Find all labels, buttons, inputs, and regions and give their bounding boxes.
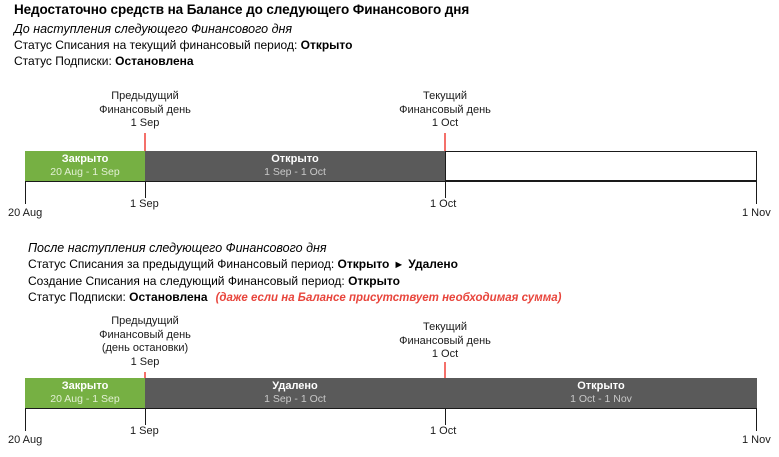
section2-line-2-value: Открыто	[348, 274, 400, 288]
callout-line: Текущий	[423, 321, 467, 333]
timeline-segment-empty-1	[445, 151, 757, 181]
segment-range: 1 Sep - 1 Oct	[264, 166, 326, 178]
section1-line-1-label: Статус Списания на текущий финансовый пе…	[14, 38, 301, 52]
timeline-segment-closed-2: Закрыто 20 Aug - 1 Sep	[25, 378, 145, 408]
segment-range: 1 Sep - 1 Oct	[264, 393, 326, 405]
section1-line-2: Статус Подписки: Остановлена	[14, 53, 469, 69]
section2-line-3-value: Остановлена	[129, 290, 208, 304]
transition-arrow-icon: ►	[393, 259, 405, 271]
callout-line: 1 Oct	[431, 117, 459, 129]
tick-mark-1-nov-1	[756, 182, 757, 204]
segment-range: 20 Aug - 1 Sep	[50, 166, 120, 178]
timeline-segment-open-1: Открыто 1 Sep - 1 Oct	[145, 151, 445, 181]
segment-title: Закрыто	[61, 153, 109, 165]
tick-label-1-nov-1: 1 Nov	[742, 207, 771, 219]
callout-line: Предыдущий	[111, 315, 179, 327]
timeline-segment-closed-1: Закрыто 20 Aug - 1 Sep	[25, 151, 145, 181]
section2-line-3-note: (даже если на Балансе присутствует необх…	[215, 292, 562, 304]
segment-range: 20 Aug - 1 Sep	[50, 393, 120, 405]
section2-text-block: После наступления следующего Финансового…	[28, 240, 561, 306]
tick-label-1-oct-2: 1 Oct	[430, 425, 457, 437]
tick-mark-20-aug-2	[25, 409, 26, 431]
section2-line-1-value-a: Открыто	[337, 257, 390, 271]
callout-line: Предыдущий	[111, 90, 179, 102]
tick-label-1-oct-1: 1 Oct	[430, 198, 457, 210]
section2-line-2-label: Создание Списания на следующий Финансовы…	[28, 274, 349, 288]
timeline-segment-open-2: Открыто 1 Oct - 1 Nov	[445, 378, 757, 408]
section1-line-1-value: Открыто	[300, 38, 353, 52]
section1-line-2-label: Статус Подписки:	[14, 54, 116, 68]
callout-line: 1 Sep	[130, 355, 160, 368]
section2-line-1-label: Статус Списания за предыдущий Финансовый…	[28, 257, 338, 271]
section2-line-1-value-b: Удалено	[408, 257, 458, 271]
timeline-axis-2	[25, 408, 757, 409]
callout-line: 1 Sep	[130, 117, 160, 129]
timeline-axis-1	[25, 181, 757, 182]
page-title: Недостаточно средств на Балансе до следу…	[14, 2, 470, 17]
segment-title: Закрыто	[61, 380, 109, 392]
segment-title: Открыто	[271, 153, 319, 165]
callout-current-financial-day-1: Текущий Финансовый день 1 Oct	[384, 90, 506, 131]
callout-line: Текущий	[423, 90, 467, 102]
callout-line: 1 Oct	[431, 348, 459, 360]
tick-mark-1-oct-2	[445, 409, 446, 425]
callout-line: Финансовый день	[399, 103, 491, 116]
timeline-segment-deleted-2: Удалено 1 Sep - 1 Oct	[145, 378, 445, 408]
section1-line-1: Статус Списания на текущий финансовый пе…	[14, 37, 469, 53]
section2-line-3: Статус Подписки: Остановлена (даже если н…	[28, 289, 561, 306]
tick-mark-1-sep-2	[145, 409, 146, 425]
section1-line-2-value: Остановлена	[115, 54, 194, 68]
intro-text-block: Недостаточно средств на Балансе до следу…	[14, 2, 469, 69]
segment-title: Открыто	[577, 380, 625, 392]
callout-previous-financial-day-2: Предыдущий Финансовый день (день останов…	[79, 315, 211, 369]
section2-line-1: Статус Списания за предыдущий Финансовый…	[28, 256, 561, 273]
section2-line-3-label: Статус Подписки:	[28, 290, 130, 304]
tick-mark-20-aug-1	[25, 182, 26, 204]
tick-label-1-sep-2: 1 Sep	[130, 425, 159, 437]
callout-line: (день остановки)	[101, 342, 189, 354]
section2-line-2: Создание Списания на следующий Финансовы…	[28, 273, 561, 289]
callout-line: Финансовый день	[399, 334, 491, 347]
tick-label-1-nov-2: 1 Nov	[742, 434, 771, 446]
tick-mark-1-sep-1	[145, 182, 146, 198]
callout-line: Финансовый день	[99, 103, 191, 116]
tick-mark-1-oct-1	[445, 182, 446, 198]
tick-mark-1-nov-2	[756, 409, 757, 431]
tick-label-20-aug-1: 20 Aug	[8, 207, 43, 219]
tick-label-20-aug-2: 20 Aug	[8, 434, 43, 446]
callout-current-financial-day-2: Текущий Финансовый день 1 Oct	[384, 321, 506, 362]
section2-subtitle: После наступления следующего Финансового…	[28, 241, 327, 255]
callout-previous-financial-day-1: Предыдущий Финансовый день 1 Sep	[84, 90, 206, 131]
callout-line: Финансовый день	[99, 328, 191, 341]
segment-range: 1 Oct - 1 Nov	[570, 393, 632, 405]
section1-subtitle: До наступления следующего Финансового дн…	[14, 22, 293, 36]
segment-title: Удалено	[272, 380, 318, 392]
tick-label-1-sep-1: 1 Sep	[130, 198, 159, 210]
